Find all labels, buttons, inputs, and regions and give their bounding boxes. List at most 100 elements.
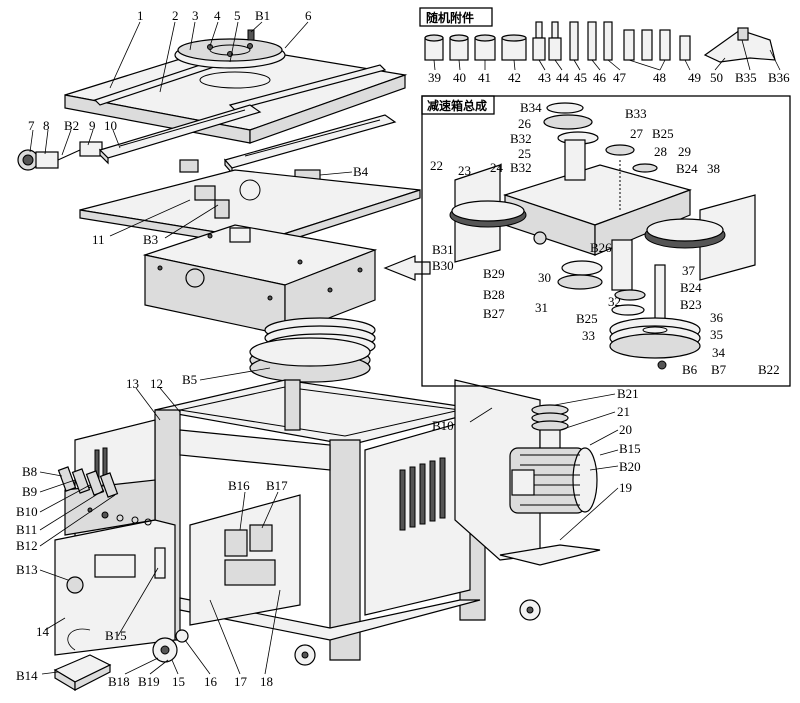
label-40: 40 xyxy=(453,70,466,85)
label-B19: B19 xyxy=(138,674,160,689)
label-B6: B6 xyxy=(682,362,698,377)
label-23: 23 xyxy=(458,163,471,178)
label-B18: B18 xyxy=(108,674,130,689)
label-B10: B10 xyxy=(16,504,38,519)
label-B17: B17 xyxy=(266,478,288,493)
label-28: 28 xyxy=(654,144,667,159)
label-B2: B2 xyxy=(64,118,79,133)
label-50: 50 xyxy=(710,70,723,85)
control-box xyxy=(54,466,176,656)
label-B25a: B25 xyxy=(652,126,674,141)
label-B8: B8 xyxy=(22,464,37,479)
label-48: 48 xyxy=(653,70,666,85)
label-B36: B36 xyxy=(768,70,790,85)
label-B3: B3 xyxy=(143,232,158,247)
label-B5: B5 xyxy=(182,372,197,387)
label-2: 2 xyxy=(172,8,179,23)
label-33: 33 xyxy=(582,328,595,343)
label-20: 20 xyxy=(619,422,632,437)
label-13: 13 xyxy=(126,376,139,391)
label-9: 9 xyxy=(89,118,96,133)
label-17: 17 xyxy=(234,674,248,689)
label-B26: B26 xyxy=(590,240,612,255)
label-5: 5 xyxy=(234,8,241,23)
label-42: 42 xyxy=(508,70,521,85)
label-12: 12 xyxy=(150,376,163,391)
label-B7: B7 xyxy=(711,362,727,377)
machine-frame xyxy=(74,379,486,661)
label-3: 3 xyxy=(192,8,199,23)
label-43: 43 xyxy=(538,70,551,85)
label-19: 19 xyxy=(619,480,632,495)
gearbox-detail-panel: 减速箱总成 xyxy=(421,95,791,387)
label-37: 37 xyxy=(682,263,696,278)
label-B29: B29 xyxy=(483,266,505,281)
label-35: 35 xyxy=(710,327,723,342)
label-B25b: B25 xyxy=(576,311,598,326)
label-11: 11 xyxy=(92,232,105,247)
foot-switch xyxy=(53,628,112,692)
label-B24a: B24 xyxy=(676,161,698,176)
label-26: 26 xyxy=(518,116,532,131)
lead-screw-assembly xyxy=(17,141,103,171)
label-38: 38 xyxy=(707,161,720,176)
label-B11: B11 xyxy=(16,522,37,537)
accessories-title: 随机附件 xyxy=(426,10,474,25)
label-B16: B16 xyxy=(228,478,250,493)
label-49: 49 xyxy=(688,70,701,85)
pulleys-B5 xyxy=(249,317,376,383)
label-18: 18 xyxy=(260,674,273,689)
label-B34: B34 xyxy=(520,100,542,115)
vent-slots xyxy=(399,457,446,531)
label-34: 34 xyxy=(712,345,726,360)
label-B32b: B32 xyxy=(510,160,532,175)
label-31: 31 xyxy=(535,300,548,315)
label-15: 15 xyxy=(172,674,185,689)
label-B15r: B15 xyxy=(619,441,641,456)
label-B33: B33 xyxy=(625,106,647,121)
casters xyxy=(152,599,541,666)
label-46: 46 xyxy=(593,70,607,85)
label-21: 21 xyxy=(617,404,630,419)
label-B4: B4 xyxy=(353,164,369,179)
label-16: 16 xyxy=(204,674,218,689)
label-10: 10 xyxy=(104,118,117,133)
label-B13: B13 xyxy=(16,562,38,577)
label-47: 47 xyxy=(613,70,627,85)
gearbox-title: 减速箱总成 xyxy=(427,98,487,113)
label-B15: B15 xyxy=(105,628,127,643)
electrical-panel xyxy=(189,494,301,626)
label-25: 25 xyxy=(518,146,531,161)
label-B9: B9 xyxy=(22,484,37,499)
slide-rails xyxy=(98,104,397,181)
label-B24b: B24 xyxy=(680,280,702,295)
label-27: 27 xyxy=(630,126,644,141)
label-4: 4 xyxy=(214,8,221,23)
label-1: 1 xyxy=(137,8,144,23)
label-B23: B23 xyxy=(680,297,702,312)
label-29: 29 xyxy=(678,144,691,159)
label-7: 7 xyxy=(28,118,35,133)
accessories-panel: 随机附件 xyxy=(419,7,776,63)
label-B28: B28 xyxy=(483,287,505,302)
label-B32a: B32 xyxy=(510,131,532,146)
label-B20: B20 xyxy=(619,459,641,474)
label-8: 8 xyxy=(43,118,50,133)
label-14: 14 xyxy=(36,624,50,639)
leader-lines xyxy=(29,21,781,675)
motor-assembly xyxy=(454,379,601,566)
label-B12: B12 xyxy=(16,538,38,553)
label-B14: B14 xyxy=(16,668,38,683)
part-labels: 1 2 3 4 5 B1 6 7 8 B2 9 10 B4 11 B3 39 4… xyxy=(16,8,790,689)
label-B31: B31 xyxy=(432,242,454,257)
label-B35: B35 xyxy=(735,70,757,85)
label-45: 45 xyxy=(574,70,587,85)
label-24: 24 xyxy=(490,160,504,175)
label-B10r: B10 xyxy=(432,418,454,433)
label-32: 32 xyxy=(608,294,621,309)
label-B22: B22 xyxy=(758,362,780,377)
label-36: 36 xyxy=(710,310,724,325)
gearbox-housing xyxy=(142,224,378,336)
